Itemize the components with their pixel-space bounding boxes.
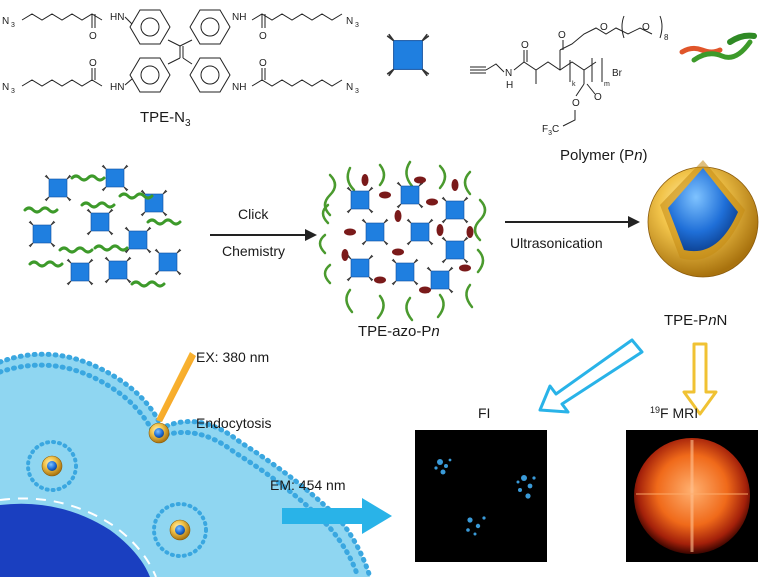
emission-arrow: [282, 498, 392, 534]
endocytosing-capsule: [148, 422, 170, 444]
n3-label-2: N: [2, 82, 9, 93]
monomer-mixture: [23, 164, 182, 288]
polymer-label: Polymer (Pn): [560, 147, 648, 164]
fi-label: FI: [478, 405, 490, 421]
vesicle-1: [26, 440, 78, 492]
n3-sub-4: 3: [355, 88, 359, 95]
o-label-8: O: [642, 22, 650, 33]
k-label: k: [572, 81, 576, 88]
mri-label: 19F MRI: [650, 405, 698, 421]
tpe-azo-network: [318, 160, 487, 322]
n3-sub-1: 3: [11, 22, 15, 29]
m-label: m: [604, 81, 610, 88]
mri-image: [626, 430, 758, 562]
o-label-7: O: [600, 22, 608, 33]
nh-label-2: NH: [232, 82, 246, 93]
fi-hollow-arrow: [538, 338, 644, 414]
o-label-6: O: [558, 30, 566, 41]
br-label: Br: [612, 68, 623, 79]
h-label: H: [506, 80, 513, 91]
rep-8-label: 8: [664, 33, 669, 42]
o-label-1: O: [89, 31, 97, 42]
tpe-pnn-sphere: [647, 160, 759, 278]
n3-label-3: N: [346, 16, 353, 27]
ex-label: EX: 380 nm: [196, 349, 269, 365]
n-label: N: [505, 68, 512, 79]
o-label-5: O: [521, 40, 529, 51]
n3-sub-2: 3: [11, 88, 15, 95]
excitation-beam: [156, 352, 196, 422]
tpe-pnn-label: TPE-PnN: [664, 312, 727, 329]
em-label: EM: 454 nm: [270, 477, 345, 493]
polymer-strand-icon: [679, 32, 757, 63]
hn-label-2: HN: [110, 82, 124, 93]
tpe-n3-label: TPE-N3: [140, 109, 191, 129]
chemistry-label: Chemistry: [222, 243, 285, 259]
o-label-4: O: [259, 58, 267, 69]
n3-label-4: N: [346, 82, 353, 93]
mri-hollow-arrow: [682, 342, 718, 416]
ultrasonication-arrow: [505, 216, 640, 228]
o-label-9: O: [594, 92, 602, 103]
f3c-label: F3C: [542, 124, 559, 137]
o-label-10: O: [572, 98, 580, 109]
polymer-structure: N H O O O O 8 O O F3C k m Br: [470, 15, 669, 137]
tpe-n3-structure: N 3 O HN N 3 O HN NH NH O: [2, 9, 359, 95]
nh-label-1: NH: [232, 12, 246, 23]
tpe-azo-label: TPE-azo-Pn: [358, 323, 440, 340]
o-label-2: O: [89, 58, 97, 69]
fi-image: [415, 430, 547, 562]
endocytosis-label: Endocytosis: [196, 415, 271, 431]
n3-label-1: N: [2, 16, 9, 27]
ultrasonication-label: Ultrasonication: [510, 235, 603, 251]
click-label: Click: [238, 206, 269, 222]
o-label-3: O: [259, 31, 267, 42]
hn-label-1: HN: [110, 12, 124, 23]
click-chemistry-arrow: [210, 229, 317, 241]
vesicle-2: [152, 502, 208, 558]
n3-sub-3: 3: [355, 22, 359, 29]
tpe-cube-icon: [386, 33, 430, 77]
